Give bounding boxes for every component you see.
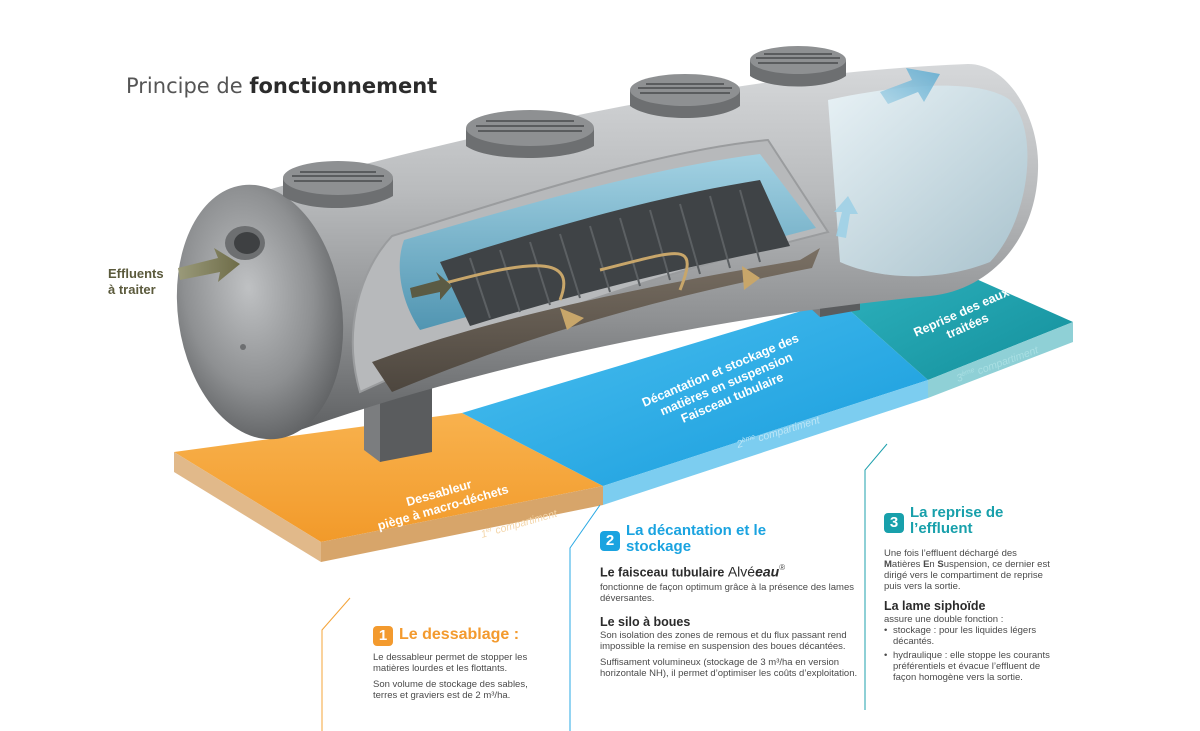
compartment-3-plate-front [928,322,1073,398]
leader-line-2 [569,504,601,731]
section-3-sub-text: assure une double fonction : [884,614,1004,625]
leader-line-1 [321,597,351,731]
list-item: stockage : pour les liquides légers déca… [884,625,1052,647]
interior-inlet-arrow [410,272,452,300]
section-2-number: 2 [600,531,620,551]
section-3-bullets: stockage : pour les liquides légers déca… [884,625,1052,683]
vent-cap-1 [283,161,393,208]
tube-bundle-ribs [469,189,761,319]
section-2-sub-1-title: Le faisceau tubulaire Alvéeau® [600,563,786,580]
section-2: 2 La décantation et le stockage Le faisc… [600,523,858,679]
compartment-2-plate [462,300,928,486]
compartment-1-plate-front [321,486,603,562]
compartment-1-plate-edge [174,452,321,562]
section-1-title: Le dessablage : [399,626,520,643]
rising-arrow [834,196,858,238]
drain-plug [240,344,246,350]
tank [176,46,1039,440]
leader-line-3 [864,443,888,710]
section-3-sub-title: La lame siphoïde [884,599,986,613]
flow-line [419,252,689,301]
section-3-intro: Une fois l’effluent déchargé des Matière… [884,548,1050,592]
section-1-number: 1 [373,626,393,646]
section-1-paragraph-1: Le dessableur permet de stopper les mati… [373,652,528,674]
section-2-sub-2-text-1: Son isolation des zones de remous et du … [600,630,847,653]
inlet-arrow [178,248,240,282]
compartment-2-plate-front [603,380,928,505]
section-2-sub-1-text: fonctionne de façon optimum grâce à la p… [600,582,855,605]
vent-cap-3 [630,74,740,118]
flow-arrow-2 [742,266,760,290]
tank-end-cap [176,184,344,440]
sludge-layer [372,248,820,392]
vent-caps [283,46,846,208]
vent-cap-2 [466,110,594,158]
glass-end [828,85,1028,277]
inlet-pipe-opening [234,232,260,254]
floor-plates [174,262,1073,562]
section-2-title: La décantation et le stockage [626,522,767,555]
tube-bundle [440,180,790,326]
vent-cap-4 [750,46,846,87]
section-2-sub-2-text-2: Suffisament volumineux (stockage de 3 m³… [600,657,858,680]
section-3-number: 3 [884,513,904,533]
section-3-title: La reprise de l’effluent [910,504,1004,537]
outlet-arrow [880,68,940,104]
list-item: hydraulique : elle stoppe les courants p… [884,650,1052,683]
section-3: 3 La reprise de l’effluent Une fois l’ef… [884,505,1052,686]
page-title: Principe de fonctionnement [126,74,438,98]
section-1-paragraph-2: Son volume de stockage des sables, terre… [373,679,528,701]
section-2-sub-2-title: Le silo à boues [600,615,691,630]
inlet-label: Effluents à traiter [108,266,164,297]
compartment-1-plate [174,413,603,542]
flow-arrow-1 [560,308,584,330]
section-1: 1 Le dessablage : Le dessableur permet de… [373,626,553,701]
